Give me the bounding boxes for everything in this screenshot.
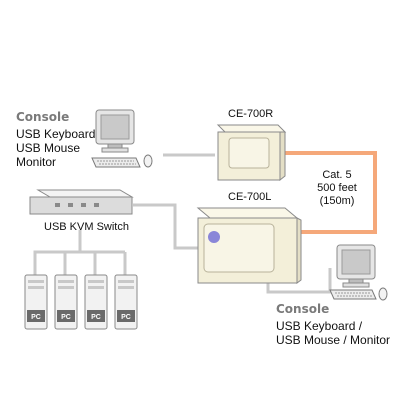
right-mouse-icon [378,287,388,301]
cable-label-line-1: Cat. 5 [322,169,352,181]
ce700r-unit-icon [216,124,287,182]
ce700r-label: CE-700R [228,108,274,120]
cat5-cable-line [285,151,377,234]
connection-lines [33,153,332,294]
pc-tower-icon-3 [84,274,108,330]
kvm-switch-label: USB KVM Switch [44,221,129,233]
pc-badge-3: PC [91,314,101,321]
right-console-title: Console [276,302,330,316]
pc-tower-icon-2 [54,274,78,330]
right-keyboard-icon [329,289,377,300]
pc-badge-2: PC [61,314,71,321]
pc-tower-icon-4 [114,274,138,330]
pc-badge-4: PC [121,314,131,321]
kvm-to-local-line [133,203,200,250]
pc-tower-icon-1 [24,274,48,330]
right-monitor-icon [336,244,376,288]
cable-label: Cat. 5 500 feet (150m) [313,169,361,208]
left-console-line-2: USB Mouse [16,141,81,155]
left-mouse-icon [143,154,153,168]
ce700l-indicator-icon [208,231,220,243]
cable-label-line-3: (150m) [319,195,355,207]
cable-label-line-2: 500 feet [317,182,357,194]
right-console-line-1: USB Keyboard / [276,319,363,333]
left-console-line-3: Monitor [16,155,57,169]
left-console-line-1: USB Keyboard [16,127,96,141]
left-keyboard-icon [91,157,141,168]
kvm-switch-icon [29,189,134,215]
ce700l-unit-icon [196,207,302,284]
ce700l-label: CE-700L [228,191,272,203]
pc-badge-1: PC [31,314,41,321]
right-console-line-2: USB Mouse / Monitor [276,333,391,347]
local-to-right-console-line [266,268,332,294]
left-console-title: Console [16,110,70,124]
left-monitor-icon [95,109,135,153]
